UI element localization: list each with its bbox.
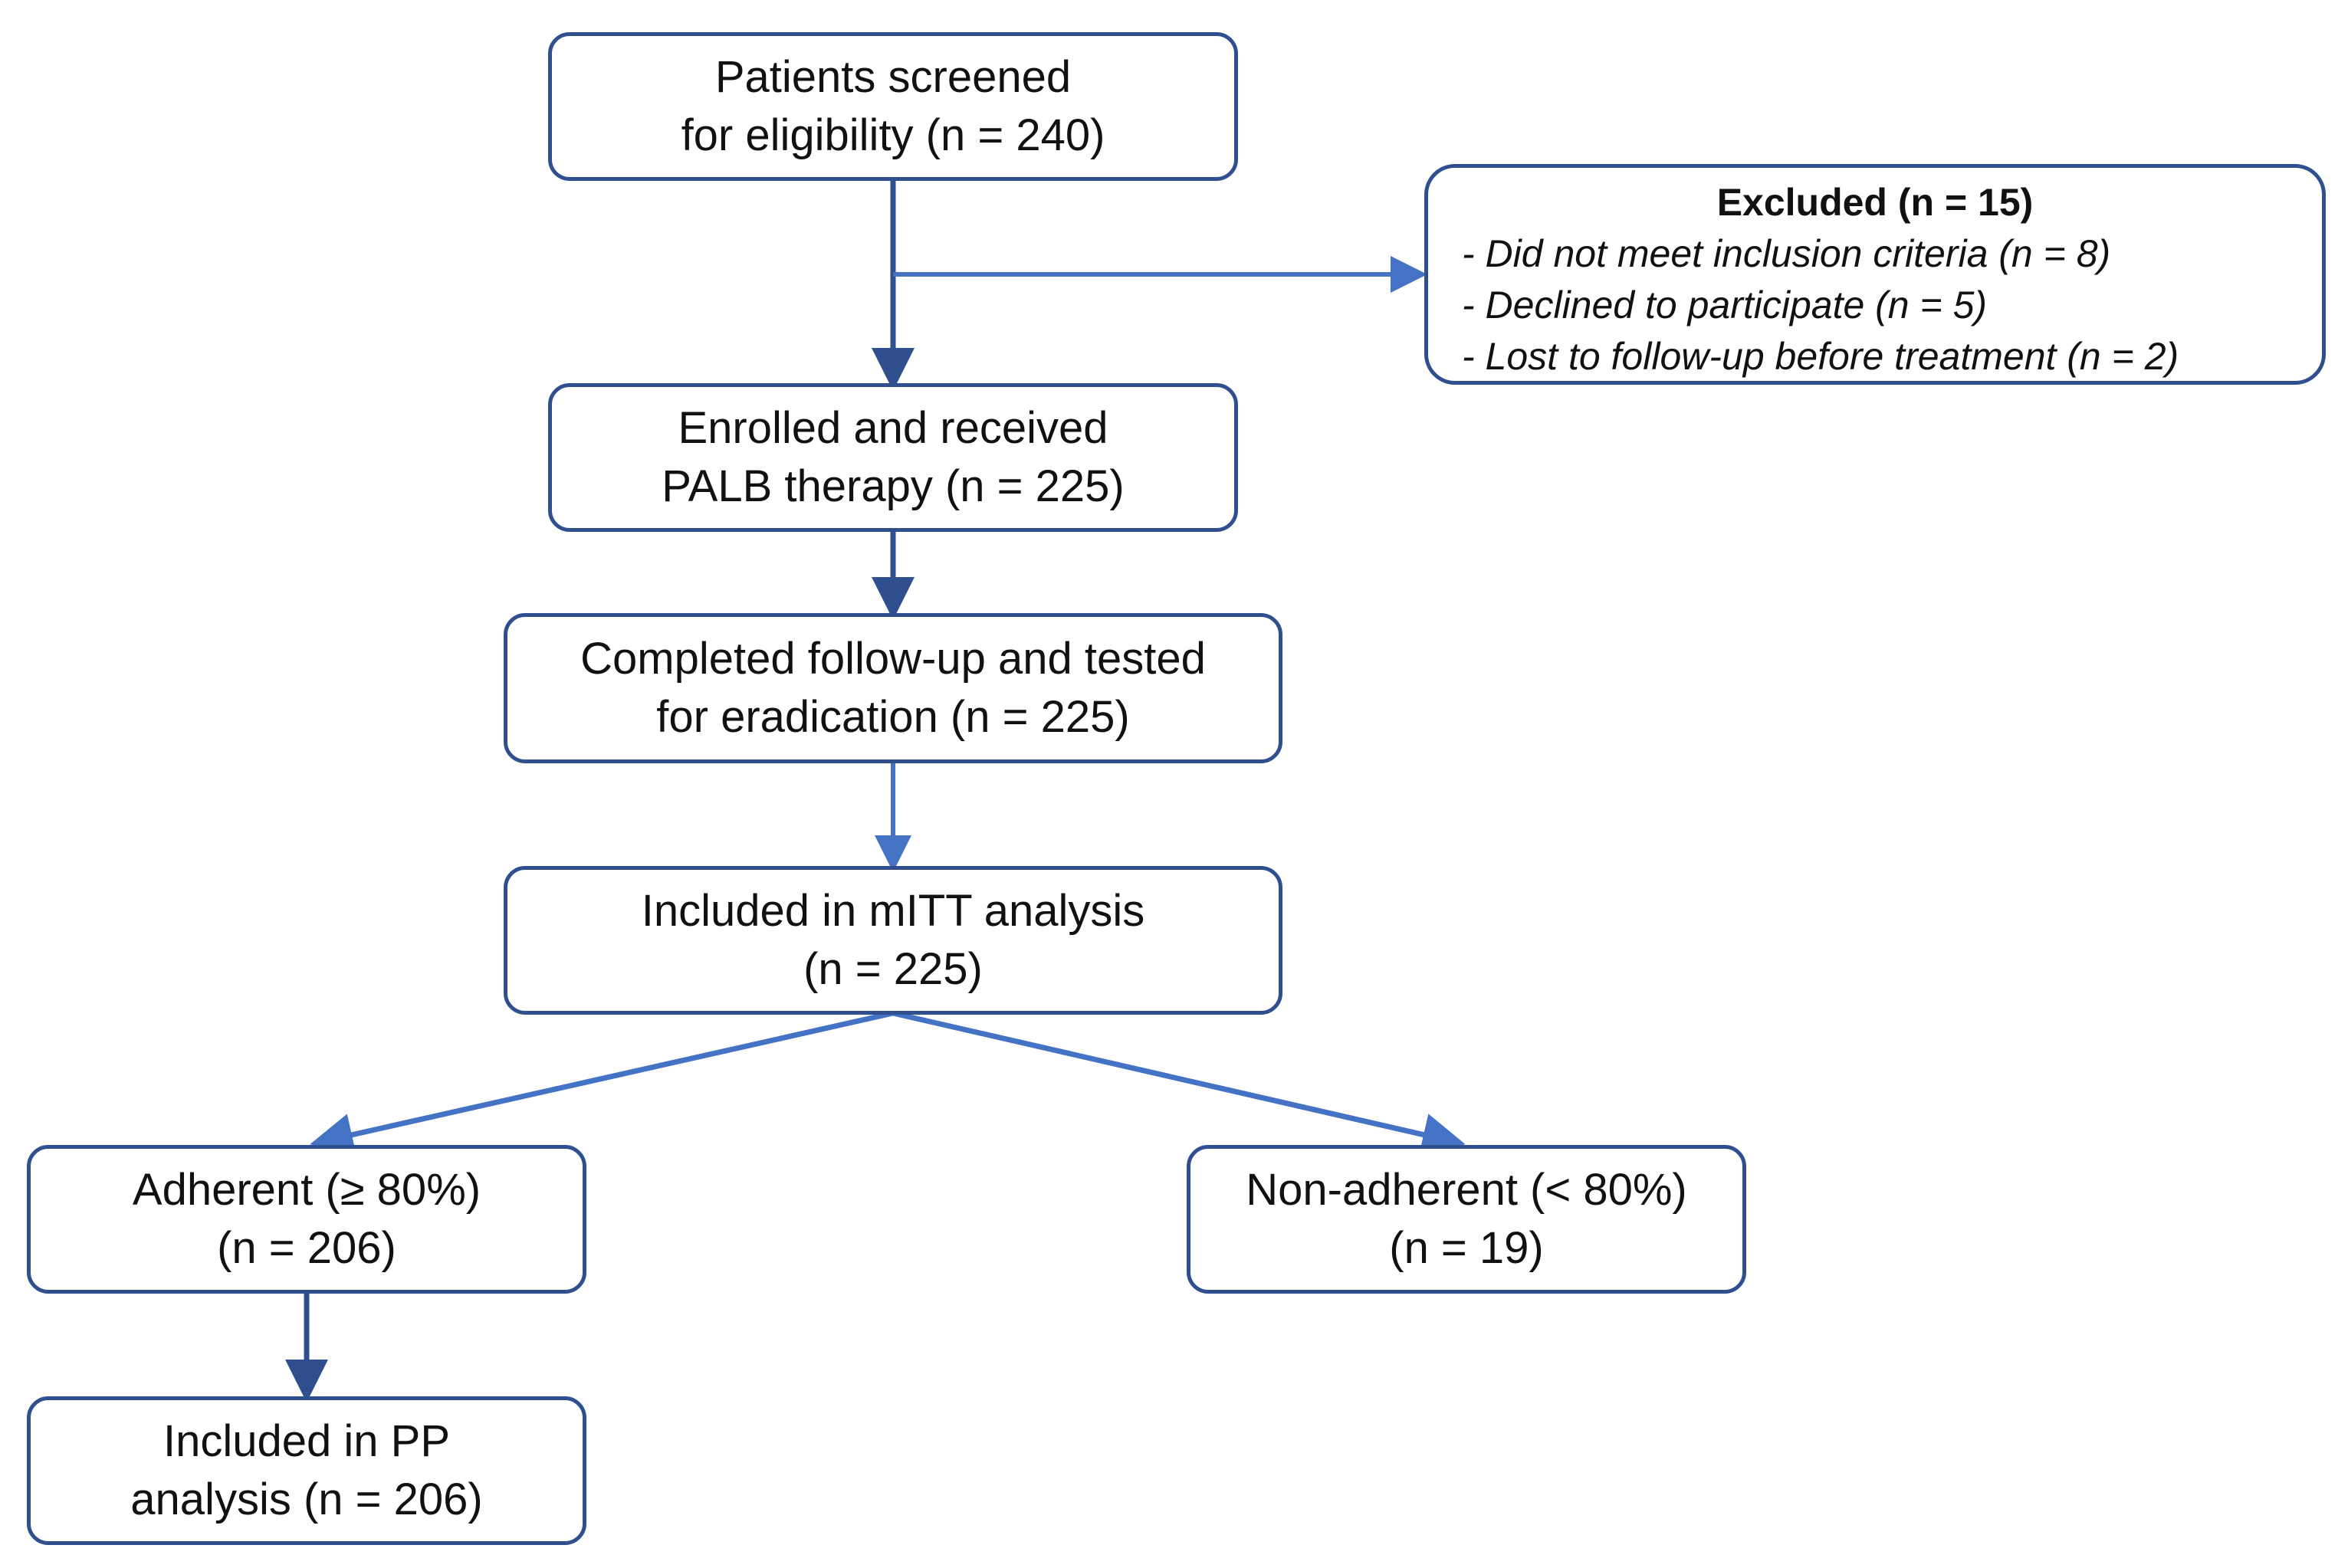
followup-line2: for eradication (n = 225) xyxy=(656,692,1130,742)
excluded-title: Excluded (n = 15) xyxy=(1716,181,2034,224)
enrolled-line1: Enrolled and received xyxy=(678,403,1108,453)
adherent-box: Adherent (≥ 80%) (n = 206) xyxy=(27,1145,586,1294)
screened-line1: Patients screened xyxy=(714,52,1072,102)
enrolled-line2: PALB therapy (n = 225) xyxy=(662,461,1125,511)
adherent-line2: (n = 206) xyxy=(217,1223,396,1273)
mitt-line2: (n = 225) xyxy=(803,944,983,994)
arrow-mitt-to-adherent xyxy=(310,1010,894,1156)
excluded-box: Excluded (n = 15) - Did not meet inclusi… xyxy=(1424,164,2326,385)
pp-box: Included in PP analysis (n = 206) xyxy=(27,1396,586,1545)
enrolled-box: Enrolled and received PALB therapy (n = … xyxy=(548,383,1238,532)
excluded-item: - Lost to follow-up before treatment (n … xyxy=(1462,335,2179,378)
mitt-line1: Included in mITT analysis xyxy=(641,886,1145,936)
screened-box: Patients screened for eligibility (n = 2… xyxy=(548,32,1238,181)
arrow-mitt-to-nonadherent xyxy=(892,1010,1466,1156)
followup-box: Completed follow-up and tested for eradi… xyxy=(504,613,1282,763)
mitt-box: Included in mITT analysis (n = 225) xyxy=(504,866,1282,1015)
pp-line2: analysis (n = 206) xyxy=(130,1475,483,1524)
screened-line2: for eligibility (n = 240) xyxy=(681,110,1105,160)
excluded-item: - Did not meet inclusion criteria (n = 8… xyxy=(1462,232,2111,275)
nonadherent-line2: (n = 19) xyxy=(1389,1223,1544,1273)
nonadherent-line1: Non-adherent (< 80%) xyxy=(1246,1165,1687,1215)
followup-line1: Completed follow-up and tested xyxy=(580,634,1206,684)
excluded-item: - Declined to participate (n = 5) xyxy=(1462,284,1988,326)
adherent-line1: Adherent (≥ 80%) xyxy=(132,1165,481,1215)
nonadherent-box: Non-adherent (< 80%) (n = 19) xyxy=(1187,1145,1746,1294)
pp-line1: Included in PP xyxy=(163,1416,451,1466)
